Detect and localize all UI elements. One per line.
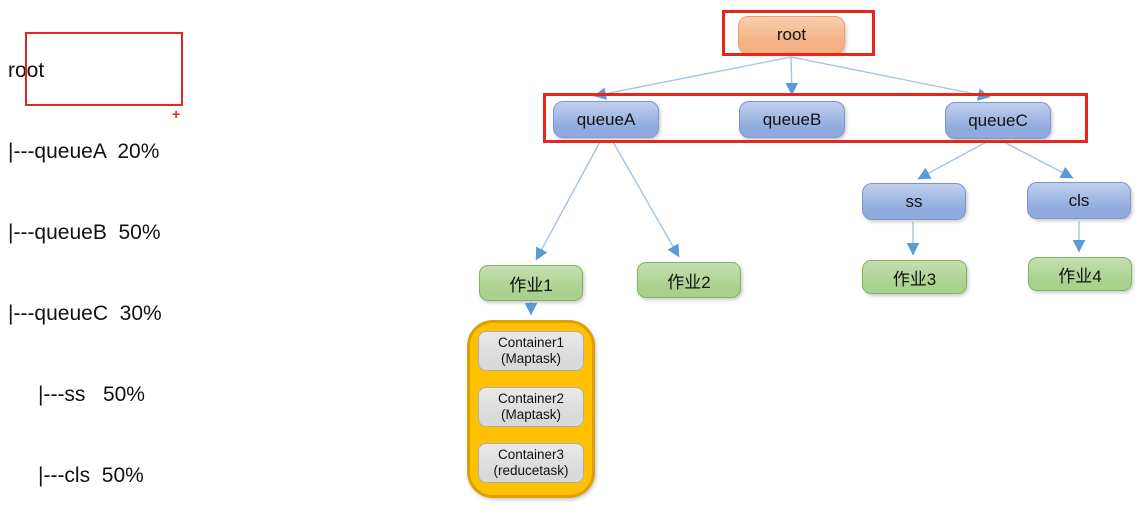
job3-node: 作业3 [862,260,967,294]
queue-b-node: queueB [739,101,845,138]
edge-queuec-ss [917,140,989,180]
edge-queuea-job2 [611,139,680,258]
job4-node: 作业4 [1028,257,1132,291]
edge-root-queuec [790,56,991,101]
container1-box: Container1 (Maptask) [478,331,584,371]
container1-name: Container1 [497,335,565,350]
edge-queuec-cls [1001,140,1074,179]
container3-name: Container3 [497,447,565,462]
container2-box: Container2 (Maptask) [478,387,584,427]
edge-root-queuea [593,56,792,100]
config-text-block: root |---queueA 20% |---queueB 50% |---q… [8,3,162,521]
queue-a-node: queueA [553,101,659,138]
config-line-queuea: |---queueA 20% [8,140,160,163]
config-line-queuec: |---queueC 30% [8,302,162,325]
container3-box: Container3 (reducetask) [478,443,584,483]
highlight-box-config [25,32,183,106]
job1-node: 作业1 [479,265,583,301]
edge-root-queueb [785,56,798,96]
config-line-queueb: |---queueB 50% [8,221,161,244]
highlight-box-queues [543,93,1088,143]
container2-task: (Maptask) [500,407,561,422]
job2-node: 作业2 [637,262,741,298]
queue-c-node: queueC [945,102,1051,139]
container2-name: Container2 [497,391,565,406]
config-line-cls: |---cls 50% [38,464,144,487]
container3-task: (reducetask) [493,463,569,478]
root-node: root [738,16,845,54]
subqueue-ss-node: ss [862,183,966,220]
highlight-box-root [722,10,875,56]
config-line-ss: |---ss 50% [38,383,145,406]
edge-queuea-job1 [535,139,602,261]
subqueue-cls-node: cls [1027,182,1131,219]
plus-marker: + [172,106,181,122]
container1-task: (Maptask) [500,351,561,366]
